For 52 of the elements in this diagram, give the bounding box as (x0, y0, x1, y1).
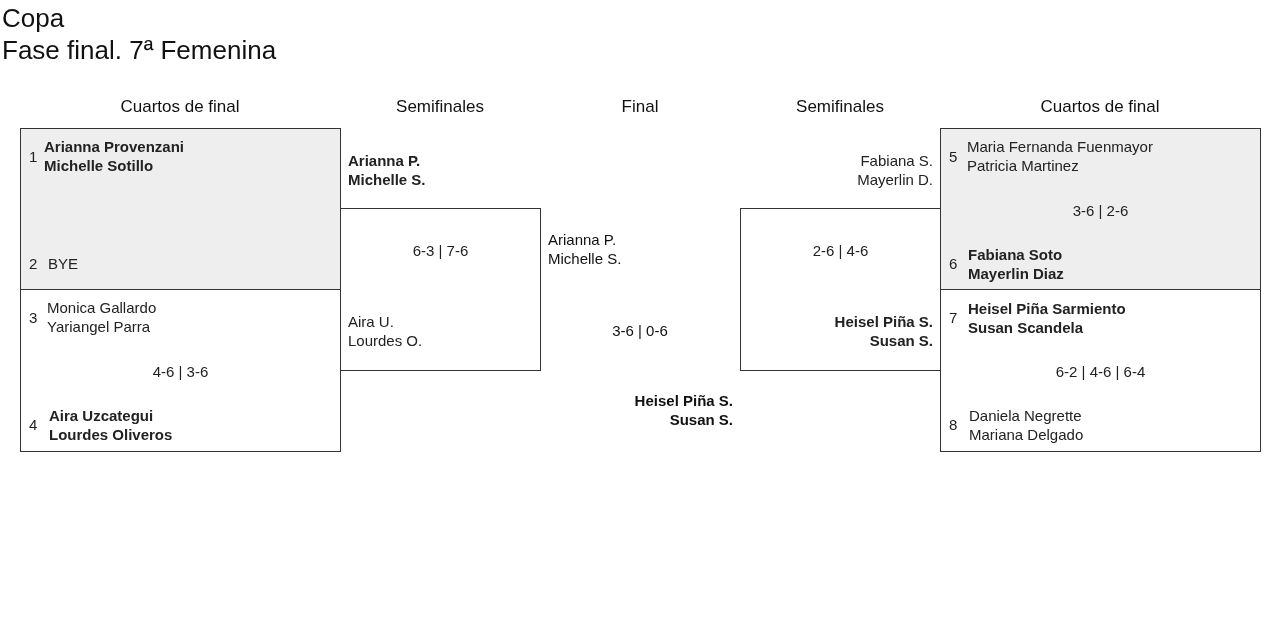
round-heading: Cuartos de final (1039, 96, 1161, 118)
match-box (20, 128, 341, 290)
seed-number: 6 (949, 254, 958, 273)
player-name: Maria Fernanda Fuenmayor (967, 137, 1153, 156)
player-name: Fabiana S. (860, 151, 933, 170)
player-name: Michelle Sotillo (44, 156, 154, 175)
seed-number: 4 (29, 415, 38, 434)
player-name: Heisel Piña Sarmiento (968, 299, 1126, 318)
player-name: Mayerlin Diaz (968, 264, 1064, 283)
player-name: Arianna Provenzani (44, 137, 185, 156)
match-score: 2-6 | 4-6 (811, 241, 870, 260)
player-name: Yariangel Parra (47, 317, 151, 336)
match-score: 6-3 | 7-6 (411, 241, 470, 260)
player-name: BYE (48, 254, 78, 273)
match-box (940, 128, 1261, 290)
player-name: Michelle S. (548, 249, 623, 268)
match-score: 3-6 | 0-6 (611, 321, 669, 340)
player-name: Mariana Delgado (969, 425, 1084, 444)
player-name: Michelle S. (348, 170, 426, 189)
player-name: Monica Gallardo (47, 298, 157, 317)
title: Copa (2, 2, 65, 34)
player-name: Patricia Martinez (967, 156, 1079, 175)
seed-number: 3 (29, 308, 38, 327)
player-name: Susan S. (869, 331, 933, 350)
match-box (940, 289, 1261, 452)
player-name: Susan S. (668, 410, 733, 429)
player-name: Susan Scandela (968, 318, 1084, 337)
player-name: Aira U. (348, 312, 394, 331)
subtitle: Fase final. 7ª Femenina (2, 34, 278, 66)
seed-number: 5 (949, 147, 958, 166)
player-name: Lourdes Oliveros (49, 425, 173, 444)
player-name: Aira Uzcategui (49, 406, 154, 425)
seed-number: 1 (29, 147, 38, 166)
match-score: 6-2 | 4-6 | 6-4 (1054, 362, 1147, 381)
round-heading: Semifinales (395, 96, 485, 118)
round-heading: Semifinales (795, 96, 885, 118)
player-name: Arianna P. (548, 230, 618, 249)
round-heading: Cuartos de final (119, 96, 241, 118)
player-name: Mayerlin D. (857, 170, 933, 189)
player-name: Fabiana Soto (968, 245, 1063, 264)
player-name: Lourdes O. (348, 331, 423, 350)
seed-number: 8 (949, 415, 958, 434)
match-score: 3-6 | 2-6 (1071, 201, 1130, 220)
match-box (20, 289, 341, 452)
round-heading: Final (620, 96, 660, 118)
seed-number: 2 (29, 254, 38, 273)
player-name: Heisel Piña S. (633, 391, 733, 410)
player-name: Arianna P. (348, 151, 421, 170)
player-name: Heisel Piña S. (834, 312, 933, 331)
seed-number: 7 (949, 308, 958, 327)
match-score: 4-6 | 3-6 (151, 362, 210, 381)
player-name: Daniela Negrette (969, 406, 1082, 425)
